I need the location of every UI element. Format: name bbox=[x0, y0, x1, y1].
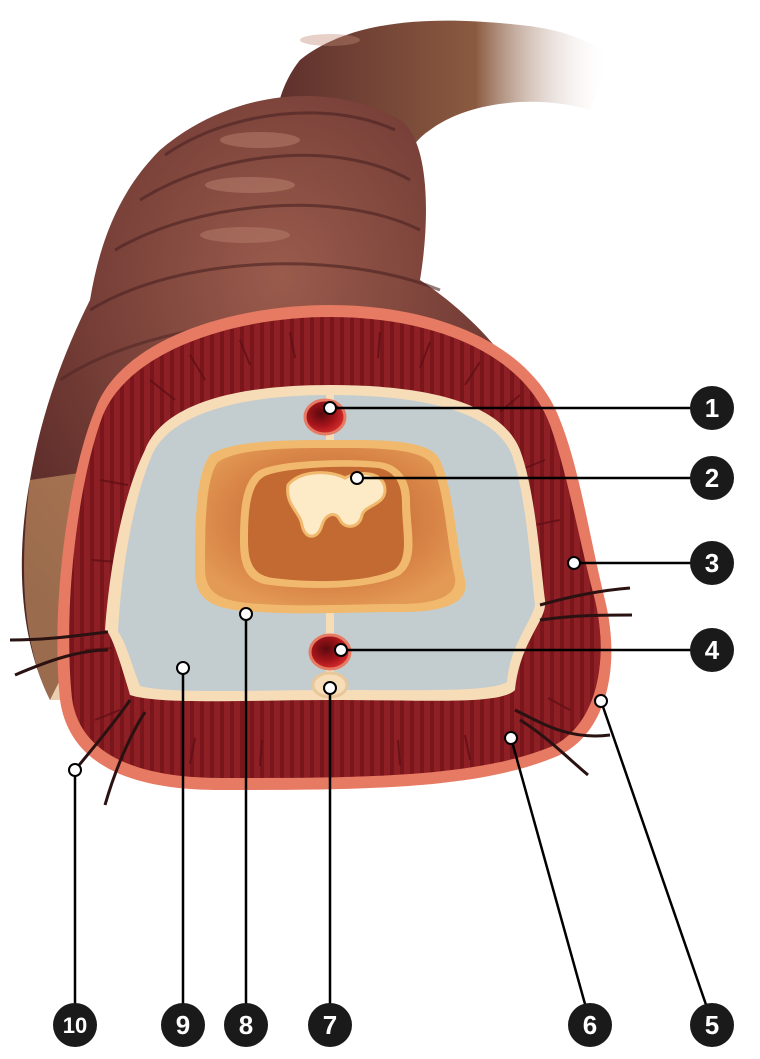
worm-highlight bbox=[220, 132, 300, 148]
leader-dot-6 bbox=[505, 732, 517, 744]
callout-number-9: 9 bbox=[176, 1010, 190, 1040]
leader-dot-1 bbox=[324, 402, 336, 414]
callout-number-3: 3 bbox=[705, 548, 719, 578]
callout-number-6: 6 bbox=[583, 1010, 597, 1040]
callout-badge-10: 10 bbox=[53, 1003, 97, 1047]
callout-number-10: 10 bbox=[63, 1013, 87, 1038]
worm-highlight bbox=[205, 177, 295, 193]
callout-badge-7: 7 bbox=[308, 1003, 352, 1047]
callout-number-2: 2 bbox=[705, 463, 719, 493]
leader-dot-5 bbox=[595, 695, 607, 707]
leader-dot-2 bbox=[351, 472, 363, 484]
leader-dot-10 bbox=[69, 764, 81, 776]
callout-number-4: 4 bbox=[705, 635, 720, 665]
leader-dot-3 bbox=[568, 557, 580, 569]
worm-highlight bbox=[200, 227, 290, 243]
callout-badge-2: 2 bbox=[690, 456, 734, 500]
worm-highlight bbox=[300, 34, 360, 46]
callout-badge-3: 3 bbox=[690, 541, 734, 585]
leader-dot-4 bbox=[335, 644, 347, 656]
callout-number-1: 1 bbox=[705, 393, 719, 423]
callout-badge-9: 9 bbox=[161, 1003, 205, 1047]
callout-number-8: 8 bbox=[239, 1010, 253, 1040]
callout-badge-1: 1 bbox=[690, 386, 734, 430]
callout-badge-6: 6 bbox=[568, 1003, 612, 1047]
callout-number-5: 5 bbox=[705, 1010, 719, 1040]
callout-badge-4: 4 bbox=[690, 628, 734, 672]
leader-line-5 bbox=[601, 701, 712, 1022]
callout-badge-5: 5 bbox=[690, 1003, 734, 1047]
leader-line-6 bbox=[511, 738, 590, 1022]
leader-dot-9 bbox=[177, 662, 189, 674]
callout-badge-8: 8 bbox=[224, 1003, 268, 1047]
leader-dot-8 bbox=[240, 608, 252, 620]
callout-number-7: 7 bbox=[323, 1010, 337, 1040]
leader-dot-7 bbox=[324, 682, 336, 694]
